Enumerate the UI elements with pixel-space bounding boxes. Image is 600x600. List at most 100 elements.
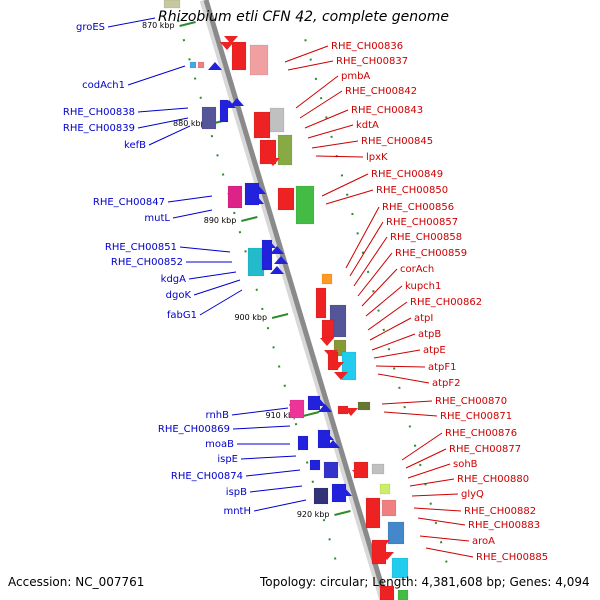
gene-block[interactable] <box>321 273 333 285</box>
gene-label-left[interactable]: rnhB <box>206 410 230 421</box>
gene-block[interactable] <box>247 247 265 277</box>
gene-block[interactable] <box>321 319 335 339</box>
gene-label-right[interactable]: pmbA <box>341 71 370 82</box>
gene-block[interactable] <box>289 399 305 419</box>
gene-label-right[interactable]: RHE_CH00849 <box>371 169 443 180</box>
gene-label-left[interactable]: RHE_CH00839 <box>63 123 135 134</box>
gene-label-left[interactable]: RHE_CH00851 <box>105 242 177 253</box>
gene-block[interactable] <box>379 585 395 600</box>
strand-arrow <box>266 158 280 166</box>
gene-block[interactable] <box>219 99 229 123</box>
genome-summary-text: Topology: circular; Length: 4,381,608 bp… <box>260 575 590 589</box>
strand-arrow <box>270 266 284 274</box>
gene-label-left[interactable]: RHE_CH00838 <box>63 107 135 118</box>
gene-block[interactable] <box>309 459 321 471</box>
gene-label-right[interactable]: kupch1 <box>405 281 441 292</box>
gene-label-right[interactable]: RHE_CH00836 <box>331 41 403 52</box>
gene-label-left[interactable]: RHE_CH00847 <box>93 197 165 208</box>
gene-block[interactable] <box>315 287 327 319</box>
gene-label-right[interactable]: RHE_CH00885 <box>476 552 548 563</box>
gene-block[interactable] <box>365 497 381 529</box>
gene-label-left[interactable]: ispB <box>226 487 247 498</box>
gene-label-right[interactable]: RHE_CH00859 <box>395 248 467 259</box>
gene-label-right[interactable]: RHE_CH00877 <box>449 444 521 455</box>
gene-label-right[interactable]: RHE_CH00842 <box>345 86 417 97</box>
gene-label-right[interactable]: aroA <box>472 536 495 547</box>
strand-arrow <box>250 196 264 204</box>
gene-label-right[interactable]: RHE_CH00843 <box>351 105 423 116</box>
strand-arrow <box>262 148 276 156</box>
gene-label-right[interactable]: sohB <box>453 459 478 470</box>
strand-arrow <box>344 408 358 416</box>
gene-block[interactable] <box>189 61 197 69</box>
gene-label-left[interactable]: RHE_CH00869 <box>158 424 230 435</box>
label-leader <box>315 155 364 158</box>
gene-block[interactable] <box>381 499 397 517</box>
gene-label-right[interactable]: atpB <box>418 329 441 340</box>
gene-block[interactable] <box>261 239 273 271</box>
gene-label-left[interactable]: kefB <box>124 140 146 151</box>
gene-label-right[interactable]: RHE_CH00876 <box>445 428 517 439</box>
gene-block[interactable] <box>269 107 285 133</box>
gene-label-left[interactable]: groES <box>76 22 105 33</box>
strand-arrow <box>330 362 344 370</box>
gene-block[interactable] <box>197 61 205 69</box>
gene-label-left[interactable]: moaB <box>205 439 234 450</box>
strand-arrow <box>326 440 340 448</box>
gene-block[interactable] <box>357 401 371 411</box>
gene-block[interactable] <box>391 557 409 579</box>
gene-label-left[interactable]: dgoK <box>166 290 192 301</box>
strand-arrow <box>334 372 348 380</box>
gene-block[interactable] <box>379 483 391 495</box>
strand-arrow <box>220 42 234 50</box>
gene-label-right[interactable]: RHE_CH00857 <box>386 217 458 228</box>
gene-label-right[interactable]: RHE_CH00870 <box>435 396 507 407</box>
gene-label-left[interactable]: fabG1 <box>167 310 197 321</box>
gene-block[interactable] <box>397 589 409 600</box>
gene-label-right[interactable]: atpI <box>414 313 433 324</box>
gene-label-right[interactable]: atpF1 <box>428 362 457 373</box>
gene-label-right[interactable]: RHE_CH00850 <box>376 185 448 196</box>
gene-block[interactable] <box>387 521 405 545</box>
gene-block[interactable] <box>313 487 329 505</box>
gene-block[interactable] <box>297 435 309 451</box>
gene-label-right[interactable]: RHE_CH00845 <box>361 136 433 147</box>
gene-label-left[interactable]: ispE <box>217 454 238 465</box>
gene-label-right[interactable]: RHE_CH00856 <box>382 202 454 213</box>
gene-label-right[interactable]: glyQ <box>461 489 484 500</box>
gene-label-right[interactable]: RHE_CH00837 <box>336 56 408 67</box>
gene-block[interactable] <box>231 41 247 71</box>
gene-label-right[interactable]: corAch <box>400 264 434 275</box>
gene-label-left[interactable]: codAch1 <box>82 80 125 91</box>
gene-label-right[interactable]: RHE_CH00858 <box>390 232 462 243</box>
gene-block[interactable] <box>277 187 295 211</box>
gene-label-left[interactable]: mntH <box>223 506 251 517</box>
gene-label-right[interactable]: RHE_CH00883 <box>468 520 540 531</box>
label-leader <box>375 365 426 368</box>
gene-label-left[interactable]: kdgA <box>161 274 186 285</box>
gene-label-right[interactable]: lpxK <box>366 152 388 163</box>
label-leader <box>137 117 189 129</box>
gene-label-right[interactable]: kdtA <box>356 120 379 131</box>
gene-label-left[interactable]: mutL <box>144 213 170 224</box>
gene-block[interactable] <box>277 134 293 166</box>
gene-label-right[interactable]: RHE_CH00862 <box>410 297 482 308</box>
gene-label-right[interactable]: RHE_CH00882 <box>464 506 536 517</box>
label-leader <box>179 246 231 253</box>
gene-label-left[interactable]: RHE_CH00874 <box>171 471 243 482</box>
gene-label-left[interactable]: RHE_CH00852 <box>111 257 183 268</box>
gene-block[interactable] <box>201 106 217 130</box>
label-leader <box>321 173 369 197</box>
gene-label-right[interactable]: RHE_CH00871 <box>440 411 512 422</box>
gene-block[interactable] <box>371 463 385 475</box>
gene-block[interactable] <box>227 185 243 209</box>
label-leader <box>377 373 430 384</box>
gene-block[interactable] <box>163 0 181 9</box>
gene-label-right[interactable]: RHE_CH00880 <box>457 474 529 485</box>
gene-block[interactable] <box>249 44 269 76</box>
gene-label-right[interactable]: atpF2 <box>432 378 461 389</box>
gene-label-right[interactable]: atpE <box>423 345 446 356</box>
gene-block[interactable] <box>295 185 315 225</box>
gene-block[interactable] <box>323 461 339 479</box>
